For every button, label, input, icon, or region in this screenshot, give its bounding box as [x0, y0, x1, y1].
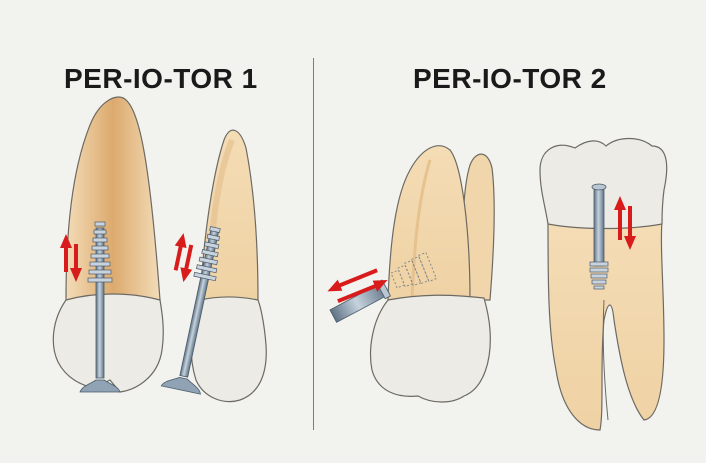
crown	[191, 297, 266, 402]
crown	[53, 294, 163, 392]
tooth-incisor-side	[161, 130, 266, 401]
tooth-molar-side-access	[325, 146, 494, 402]
tooth-incisor-front	[53, 97, 163, 392]
tooth-molar-central	[540, 139, 667, 431]
crown	[371, 295, 491, 402]
